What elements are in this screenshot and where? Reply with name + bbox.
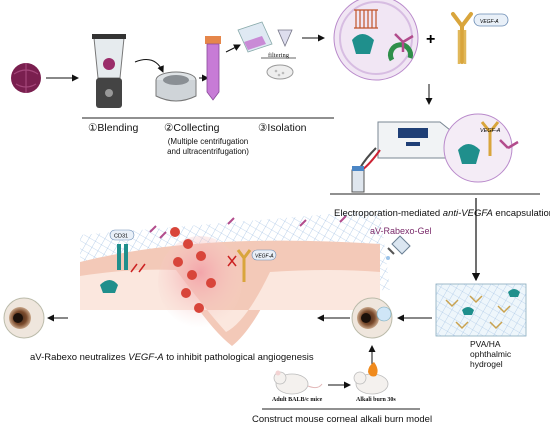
arrow-to-centrifuge — [134, 59, 164, 73]
hydrogel-label-line3: hydrogel — [470, 359, 503, 369]
cornea-section — [80, 210, 390, 346]
vesicles-on-surface — [100, 215, 347, 293]
filter-icon — [266, 29, 294, 80]
flame-icon — [368, 362, 378, 377]
hydrogel-icon — [435, 283, 527, 337]
eye-icon-treated — [351, 297, 393, 339]
neutralize-suffix: to inhibit pathological angiogenesis — [163, 352, 314, 363]
electroporation-prefix: Electroporation-mediated — [334, 208, 443, 219]
cd31-label: CD31 — [114, 234, 128, 240]
model-caption: Construct mouse corneal alkali burn mode… — [252, 414, 433, 425]
blood-cells — [170, 227, 216, 313]
plus-sign: + — [426, 31, 435, 48]
electroporation-italic: anti-VEGFA — [442, 208, 493, 219]
eye-icon-result — [3, 297, 45, 339]
vegf-antibody-skin — [227, 249, 277, 282]
step-isolation-label: ③Isolation — [258, 122, 307, 134]
hydrogel-label-line1: PVA/HA — [470, 339, 501, 349]
step-collecting-label: ②Collecting — [164, 122, 220, 134]
test-tube-icon — [205, 36, 221, 101]
filtering-label: filtering — [268, 52, 289, 59]
hydrogel-label-line2: ophthalmic — [470, 349, 512, 359]
electroporation-suffix: encapsulation — [492, 208, 550, 219]
mouse-icon-adult — [273, 370, 323, 395]
mouse-burn-label: Alkali burn 30s — [356, 397, 396, 403]
collecting-note-line1: (Multiple centrifugation — [167, 137, 249, 146]
vegf-label-skin: VEGF-A — [255, 254, 274, 260]
centrifuge-icon — [155, 71, 197, 102]
vegf-label-device: VEGF-A — [480, 128, 501, 134]
cd31-receptor — [109, 229, 135, 270]
mouse-adult-label: Adult BALB/c mice — [272, 397, 323, 403]
electroporation-caption: Electroporation-mediated anti-VEGFA enca… — [334, 208, 550, 219]
neutralize-caption: aV-Rabexo neutralizes VEGF-A to inhibit … — [30, 352, 314, 363]
antibody-icon — [451, 12, 473, 64]
vesicle-detail — [443, 113, 519, 183]
collecting-note-line2: and ultracentrifugation) — [167, 147, 249, 156]
mouse-icon-burned — [353, 362, 389, 395]
vegf-label-top: VEGF-A — [480, 19, 499, 25]
electroporator-icon — [359, 121, 451, 171]
cuvette-icon — [351, 166, 365, 193]
neutralize-italic: VEGF-A — [128, 352, 164, 363]
blender-icon — [92, 34, 126, 108]
step-blending-label: ①Blending — [88, 122, 139, 134]
vesicle-icon — [333, 0, 419, 81]
cabbage-icon — [11, 63, 41, 93]
gel-name-label: aV-Rabexo-Gel — [370, 226, 432, 236]
dropper-icon — [386, 235, 411, 260]
arrow-to-beaker — [225, 44, 241, 53]
neutralize-prefix: aV-Rabexo neutralizes — [30, 352, 129, 363]
beaker-icon — [237, 21, 273, 53]
